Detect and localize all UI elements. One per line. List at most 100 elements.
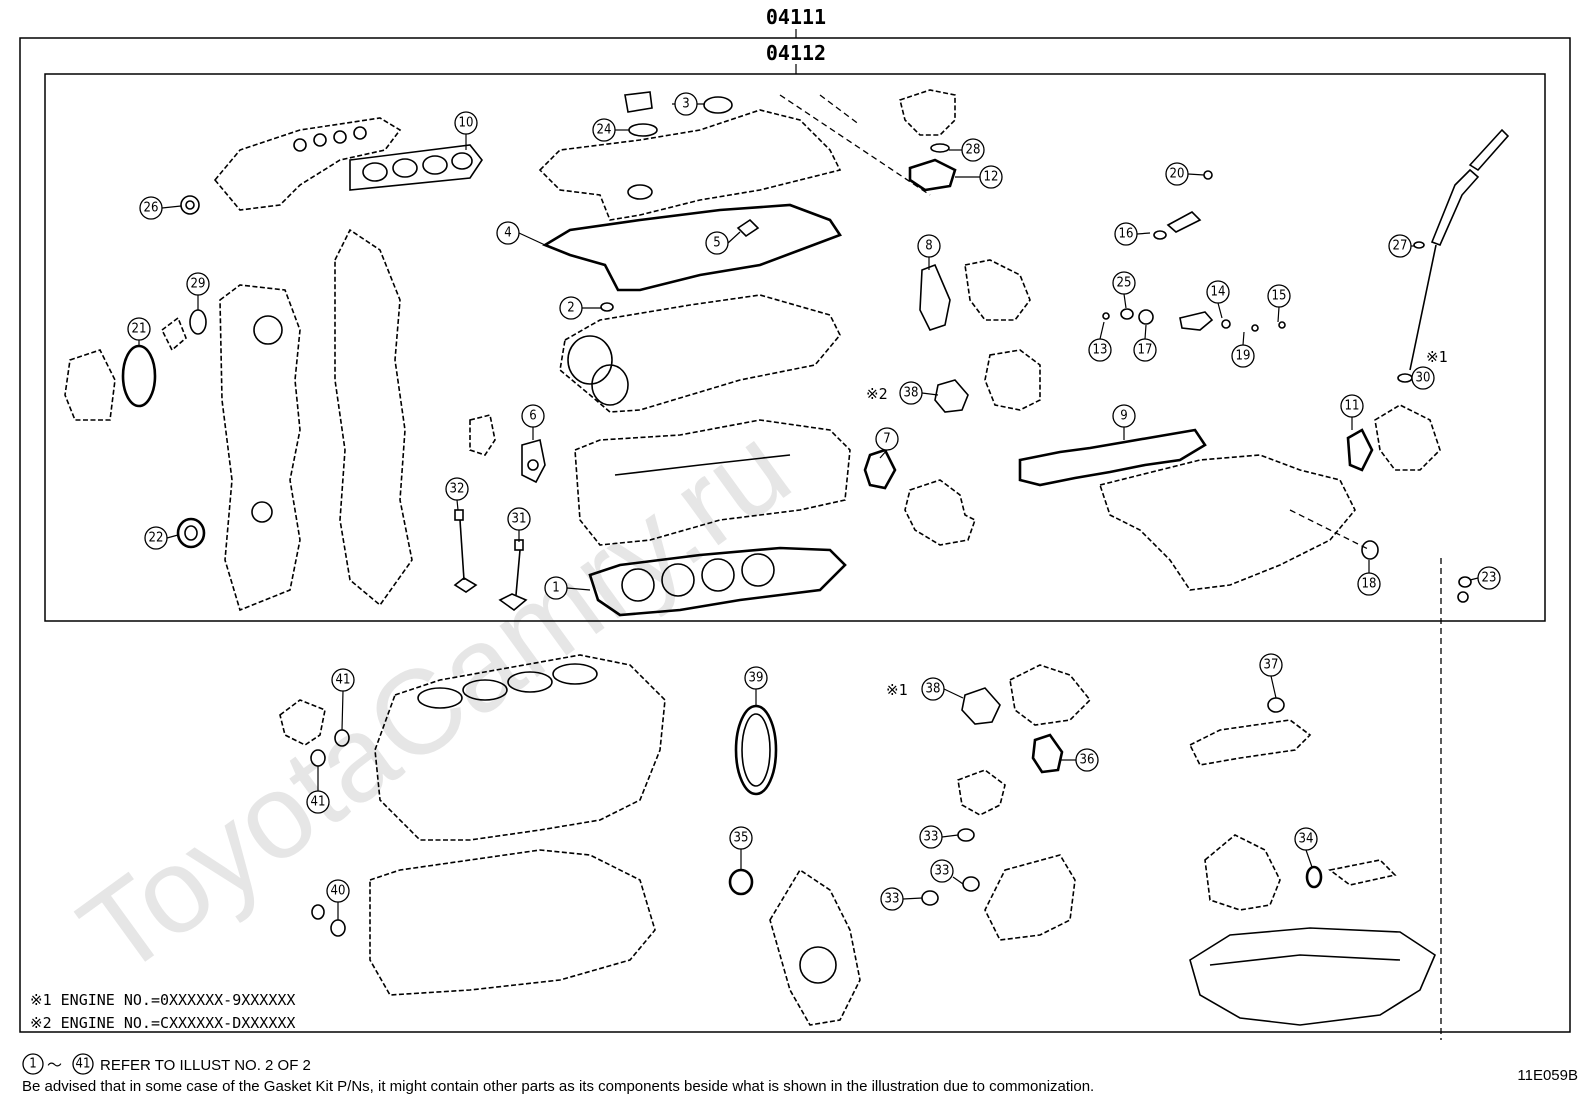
svg-text:32: 32 [450, 482, 465, 497]
callout-36[interactable]: 36 [1075, 748, 1099, 772]
callout-2[interactable]: 2 [559, 296, 583, 320]
callout-20[interactable]: 20 [1165, 162, 1189, 186]
svg-text:1: 1 [29, 1057, 36, 1072]
callout-19[interactable]: 19 [1231, 344, 1255, 368]
callout-12[interactable]: 12 [979, 165, 1003, 189]
callout-21[interactable]: 21 [127, 317, 151, 341]
svg-text:21: 21 [132, 322, 147, 337]
o-ring-28 [930, 143, 950, 153]
kit-label-inner: 04112 [766, 41, 826, 65]
callout-33-b[interactable]: 33 [930, 859, 954, 883]
timing-chain-case-lower-sketch [769, 868, 861, 1026]
mark-1-upper: ※1 [1426, 348, 1448, 366]
egr-cooler-sketch [984, 349, 1041, 411]
footer-disclaimer: Be advised that in some case of the Gask… [22, 1078, 1094, 1095]
svg-text:～: ～ [47, 1057, 62, 1074]
svg-text:22: 22 [149, 531, 164, 546]
svg-text:23: 23 [1482, 571, 1497, 586]
callout-22[interactable]: 22 [144, 526, 168, 550]
svg-text:7: 7 [883, 432, 890, 447]
callout-6[interactable]: 6 [521, 404, 545, 428]
gasket-7 [863, 448, 897, 490]
callout-29[interactable]: 29 [186, 272, 210, 296]
o-ring-29 [189, 309, 207, 335]
callout-37[interactable]: 37 [1259, 653, 1283, 677]
callout-16[interactable]: 16 [1114, 222, 1138, 246]
callout-1[interactable]: 1 [544, 576, 568, 600]
gasket-35 [728, 868, 754, 896]
gasket-38-upper [934, 379, 969, 413]
callout-4[interactable]: 4 [496, 221, 520, 245]
callout-7[interactable]: 7 [875, 427, 899, 451]
callout-8[interactable]: 8 [917, 234, 941, 258]
callout-13[interactable]: 13 [1088, 338, 1112, 362]
svg-text:33: 33 [935, 864, 950, 879]
mark-1-lower: ※1 [886, 681, 908, 699]
oil-pump-drive-sketch [279, 699, 326, 746]
callout-38-upper[interactable]: 38 [899, 381, 923, 405]
egr-pipe-sketch [957, 769, 1006, 816]
svg-text:17: 17 [1138, 343, 1153, 358]
svg-text:24: 24 [597, 123, 612, 138]
oil-filler-cap-3 [703, 96, 733, 114]
svg-text:25: 25 [1117, 276, 1132, 291]
svg-text:2: 2 [567, 301, 574, 316]
callout-3[interactable]: 3 [674, 92, 698, 116]
callout-30[interactable]: 30 [1411, 366, 1435, 390]
callout-5[interactable]: 5 [705, 231, 729, 255]
timing-cover-rear-sketch [334, 228, 413, 607]
intake-manifold-gasket-9 [1018, 428, 1207, 487]
svg-text:14: 14 [1211, 285, 1226, 300]
svg-text:38: 38 [904, 386, 919, 401]
gasket-17 [1138, 309, 1154, 325]
gasket-34 [1305, 865, 1323, 889]
throttle-body-sketch [1374, 404, 1441, 471]
svg-text:13: 13 [1093, 343, 1108, 358]
svg-text:33: 33 [885, 892, 900, 907]
chain-tensioner-sketch [64, 349, 116, 421]
cylinder-head-cover-sketch [538, 109, 842, 221]
callout-41-upper[interactable]: 41 [331, 668, 355, 692]
callout-9[interactable]: 9 [1112, 404, 1136, 428]
exhaust-valve-sketch [498, 539, 528, 612]
svg-text:4: 4 [504, 226, 511, 241]
callout-24[interactable]: 24 [592, 118, 616, 142]
gasket-25 [1120, 308, 1134, 320]
callout-10[interactable]: 10 [454, 111, 478, 135]
svg-text:18: 18 [1362, 577, 1377, 592]
callout-15[interactable]: 15 [1267, 284, 1291, 308]
callout-41-lower[interactable]: 41 [306, 790, 330, 814]
diagram-code: 11E059B [1517, 1067, 1578, 1084]
callout-40[interactable]: 40 [326, 879, 350, 903]
callout-34[interactable]: 34 [1294, 827, 1318, 851]
svg-text:41: 41 [76, 1057, 91, 1072]
outer-kit-frame [19, 37, 1571, 1033]
callout-26[interactable]: 26 [139, 196, 163, 220]
callout-18[interactable]: 18 [1357, 572, 1381, 596]
head-gasket-1 [588, 546, 847, 617]
callout-35[interactable]: 35 [729, 826, 753, 850]
callout-28[interactable]: 28 [961, 138, 985, 162]
svg-text:3: 3 [682, 97, 689, 112]
oil-filter-bracket-sketch [1204, 834, 1281, 911]
callout-11[interactable]: 11 [1340, 394, 1364, 418]
callout-39[interactable]: 39 [744, 666, 768, 690]
callout-33-c[interactable]: 33 [880, 887, 904, 911]
callout-25[interactable]: 25 [1112, 271, 1136, 295]
inner-kit-frame [44, 73, 1546, 622]
svg-text:34: 34 [1299, 832, 1314, 847]
callout-14[interactable]: 14 [1206, 280, 1230, 304]
callout-27[interactable]: 27 [1388, 234, 1412, 258]
callout-17[interactable]: 17 [1133, 338, 1157, 362]
callout-31[interactable]: 31 [507, 507, 531, 531]
camshaft-housing-sketch [559, 294, 841, 413]
callout-23[interactable]: 23 [1477, 566, 1501, 590]
mark-2-upper: ※2 [866, 385, 888, 403]
callout-33-a[interactable]: 33 [919, 825, 943, 849]
svg-text:12: 12 [984, 170, 999, 185]
callout-38-lower[interactable]: 38 [921, 677, 945, 701]
svg-text:10: 10 [459, 116, 474, 131]
callout-32[interactable]: 32 [445, 477, 469, 501]
timing-cover-front-sketch [219, 284, 301, 612]
exhaust-manifold-sketch [213, 117, 402, 211]
